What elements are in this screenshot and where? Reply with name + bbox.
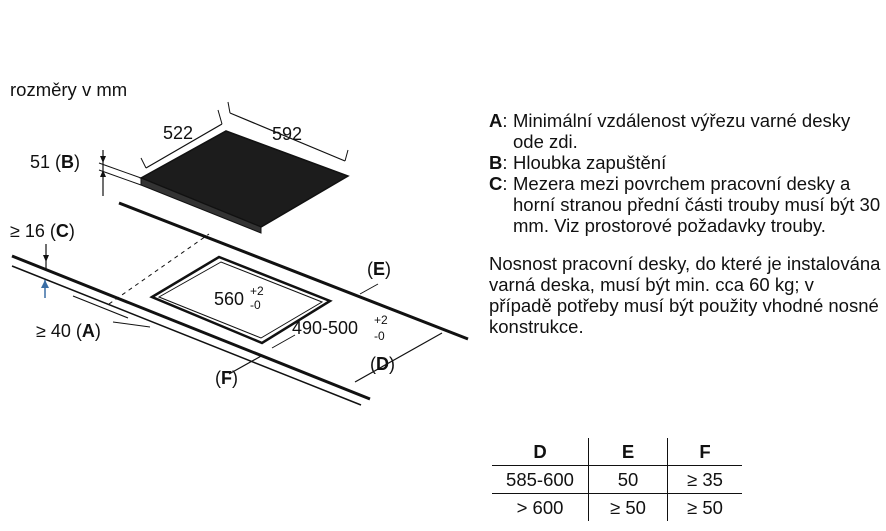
legend-item-B: B: Hloubka zapuštění	[489, 152, 667, 173]
cutout-560-tol-plus: +2	[250, 284, 264, 298]
legend: A: Minimální vzdálenost výřezu varné des…	[489, 110, 881, 337]
dim-592-label: 592	[272, 124, 302, 144]
marker-F-label: (F)	[215, 368, 238, 388]
table-header: F	[667, 438, 742, 466]
dim-51-label: 51 (B)	[30, 152, 80, 172]
dim-592-line	[229, 112, 346, 162]
dim-40-label: ≥ 40 (A)	[36, 321, 101, 341]
marker-D-label: (D)	[370, 354, 395, 374]
worktop-cutout	[149, 255, 333, 345]
marker-E-label: (E)	[367, 259, 391, 279]
cutout-490-tol-plus: +2	[374, 313, 388, 327]
cutout-560-label: 560	[214, 289, 244, 309]
table-cell: ≥ 50	[667, 493, 742, 521]
hob-top	[139, 130, 350, 228]
cutout-490-label: 490-500	[292, 318, 358, 338]
dim-522-label: 522	[163, 123, 193, 143]
cutout-560-tol-minus: -0	[250, 298, 261, 312]
table-header: E	[588, 438, 668, 466]
table-cell: > 600	[492, 493, 589, 521]
table-header: D	[533, 440, 547, 462]
table-header-row: D E F	[492, 438, 742, 466]
legend-item-A: A: Minimální vzdálenost výřezu varné des…	[489, 110, 851, 152]
table-cell: ≥ 50	[588, 493, 668, 521]
dim-522-line	[145, 123, 223, 169]
table-cell: 50	[588, 465, 668, 494]
table-row: > 600 ≥ 50 ≥ 50	[492, 493, 742, 521]
table-cell: ≥ 35	[667, 465, 742, 494]
hob-front-edge	[140, 177, 262, 234]
table-row: 585-600 50 ≥ 35	[492, 465, 742, 494]
worktop-front-edge	[11, 254, 371, 401]
units-label: rozměry v mm	[10, 79, 128, 100]
legend-item-C: C: Mezera mezi povrchem pracovní desky a…	[489, 173, 881, 236]
dim-16-label: ≥ 16 (C)	[10, 221, 75, 241]
cutout-490-tol-minus: -0	[374, 329, 385, 343]
clearance-table: D E F 585-600 50 ≥ 35 > 600 ≥ 50 ≥ 50	[492, 438, 742, 521]
load-capacity-note: Nosnost pracovní desky, do které je inst…	[489, 253, 881, 337]
installation-diagram: 522 592 51 (B) ≥ 16 (C) ≥ 40 (A) (E) (D)…	[10, 101, 469, 406]
table-cell: 585-600	[492, 465, 589, 494]
